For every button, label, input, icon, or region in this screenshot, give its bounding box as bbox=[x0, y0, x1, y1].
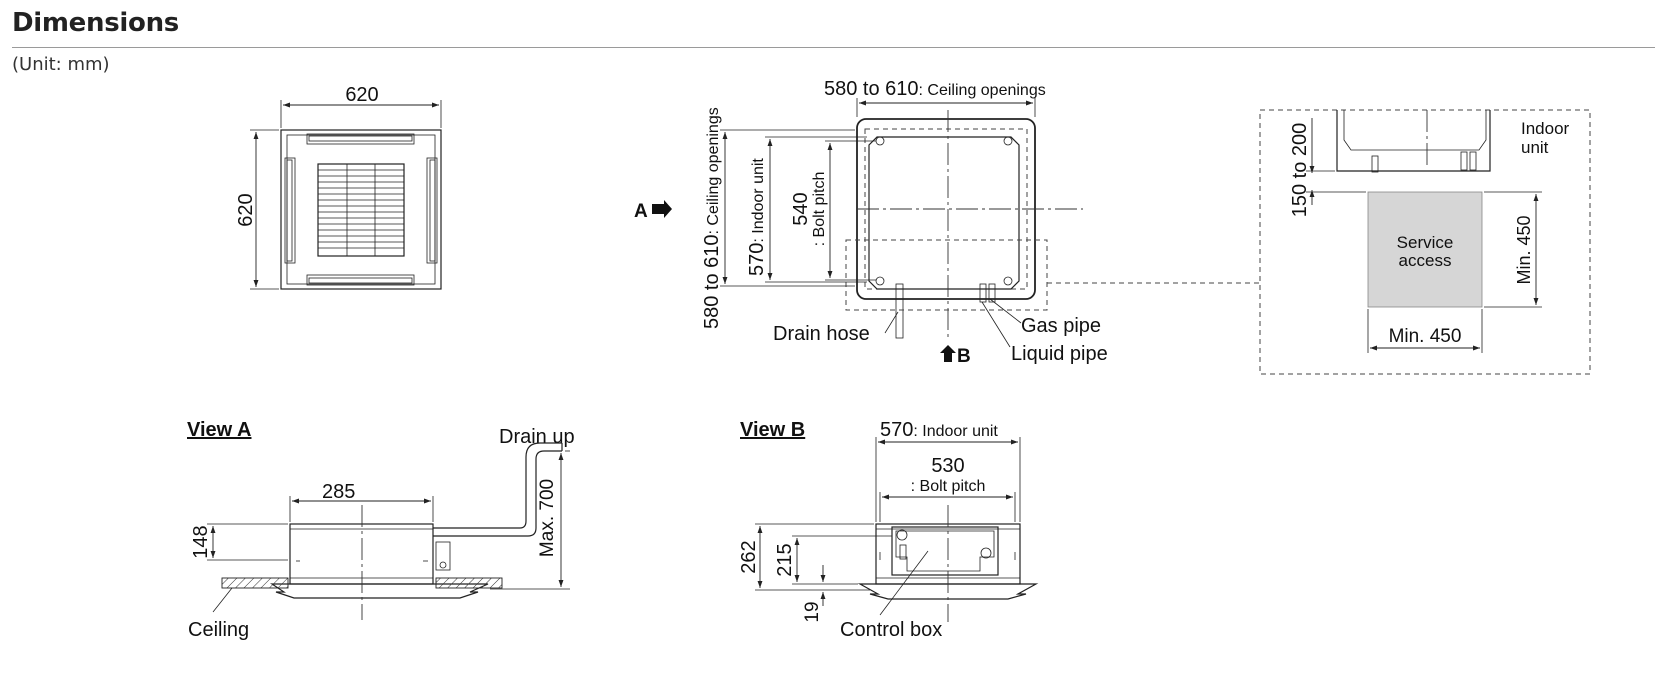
panel-inner bbox=[286, 134, 436, 285]
section-header: Dimensions bbox=[12, 0, 1655, 48]
ceiling-right bbox=[435, 577, 503, 589]
detail-unit-inner bbox=[1343, 110, 1487, 151]
view-b-h2: 215 bbox=[774, 543, 796, 576]
unit-note: (Unit: mm) bbox=[12, 54, 110, 75]
panel-outline bbox=[280, 129, 442, 290]
drain-hose-label: Drain hose bbox=[773, 323, 870, 345]
ceiling-label: Ceiling bbox=[188, 619, 249, 641]
view-b-bolt-label: : Bolt pitch bbox=[911, 478, 986, 495]
view-a: View A Drain up 285 148 Max. 700 Ceiling bbox=[187, 419, 575, 641]
top-view: 620 620 bbox=[235, 84, 442, 290]
drain-pipe-lower bbox=[433, 442, 562, 529]
view-b-unit-value: 570: Indoor unit bbox=[880, 419, 998, 441]
indoor-unit-body bbox=[868, 136, 1020, 290]
view-b-title: View B bbox=[740, 419, 805, 441]
bolt-pitch-label: : Bolt pitch bbox=[811, 172, 828, 247]
clearance-value: 150 to 200 bbox=[1289, 123, 1311, 218]
drain-hose-shape bbox=[895, 283, 904, 339]
drain-up-label: Drain up bbox=[499, 426, 575, 448]
intake-grille bbox=[317, 163, 405, 257]
louver-top-inner bbox=[308, 135, 413, 142]
view-b-h1: 262 bbox=[738, 540, 760, 573]
control-port-2 bbox=[980, 547, 992, 559]
service-access-area bbox=[1367, 191, 1483, 308]
drain-pump-box bbox=[435, 541, 451, 571]
view-a-max: Max. 700 bbox=[537, 479, 558, 557]
opening-width-value: 580 to 610: Ceiling openings bbox=[824, 78, 1046, 100]
indoor-unit-label-2: unit bbox=[1521, 138, 1549, 157]
min-h-value: Min. 450 bbox=[1389, 326, 1462, 347]
page-title: Dimensions bbox=[12, 8, 179, 38]
width-dim: 620 bbox=[345, 84, 378, 106]
bolt-tl bbox=[875, 136, 885, 146]
height-dim: 620 bbox=[235, 193, 257, 226]
louver-top bbox=[306, 133, 415, 145]
control-port-1 bbox=[896, 529, 908, 541]
gas-pipe-label: Gas pipe bbox=[1021, 315, 1101, 337]
drain-pump-port bbox=[439, 561, 447, 569]
detail-unit-outer bbox=[1336, 110, 1491, 172]
view-a-height: 148 bbox=[190, 525, 212, 558]
bolt-pitch-value: 540 bbox=[790, 192, 812, 225]
ceiling-left bbox=[221, 577, 289, 589]
detail-pipe-1 bbox=[1371, 155, 1379, 173]
opening-dash bbox=[864, 128, 1028, 290]
service-label-1: Service bbox=[1397, 233, 1454, 252]
plan-view: A 580 to 610: Ceiling openings 580 to 61… bbox=[634, 78, 1260, 367]
louver-bottom bbox=[306, 274, 415, 286]
drain-pipe-upper bbox=[433, 450, 562, 537]
view-b-bolt-value: 530 bbox=[931, 455, 964, 477]
service-label-2: access bbox=[1399, 251, 1452, 270]
liquid-pipe-label: Liquid pipe bbox=[1011, 343, 1108, 365]
opening-height-value: 580 to 610: Ceiling openings bbox=[701, 107, 723, 329]
louver-left-inner bbox=[286, 159, 293, 262]
bolt-bl bbox=[875, 276, 885, 286]
arrow-b-icon bbox=[940, 345, 956, 362]
view-b-panel bbox=[857, 583, 1039, 600]
gas-pipe-shape bbox=[979, 283, 987, 303]
view-a-unit-body bbox=[289, 523, 434, 585]
detail-callout-box bbox=[845, 239, 1048, 311]
control-box-inner bbox=[895, 530, 995, 572]
indoor-unit-label-1: Indoor bbox=[1521, 119, 1570, 138]
control-terminal bbox=[899, 544, 907, 560]
louver-right bbox=[426, 157, 438, 264]
view-a-width: 285 bbox=[322, 481, 355, 503]
control-box-label: Control box bbox=[840, 619, 942, 641]
bolt-br bbox=[1003, 276, 1013, 286]
arrow-a-icon bbox=[652, 200, 672, 218]
louver-right-inner bbox=[429, 159, 436, 262]
grille-slats bbox=[318, 164, 404, 256]
arrow-b-label: B bbox=[957, 346, 971, 367]
control-box-outline bbox=[891, 526, 999, 576]
bolt-tr bbox=[1003, 136, 1013, 146]
detail-pipe-3 bbox=[1469, 151, 1477, 171]
view-b-h3: 19 bbox=[802, 601, 823, 622]
louver-bottom-inner bbox=[308, 277, 413, 284]
indoor-unit-value: 570: Indoor unit bbox=[746, 158, 768, 276]
min-v-value: Min. 450 bbox=[1514, 215, 1534, 284]
service-detail: Service access Indoor unit 150 to 200 Mi… bbox=[1259, 109, 1591, 375]
view-a-title: View A bbox=[187, 419, 251, 441]
louver-left bbox=[284, 157, 296, 264]
liquid-pipe-shape bbox=[988, 283, 996, 303]
arrow-a-label: A bbox=[634, 201, 648, 222]
detail-frame bbox=[1259, 109, 1591, 375]
view-b: View B 570: Indoor unit 530 : Bolt pitch… bbox=[738, 419, 1039, 641]
detail-pipe-2 bbox=[1460, 151, 1468, 171]
